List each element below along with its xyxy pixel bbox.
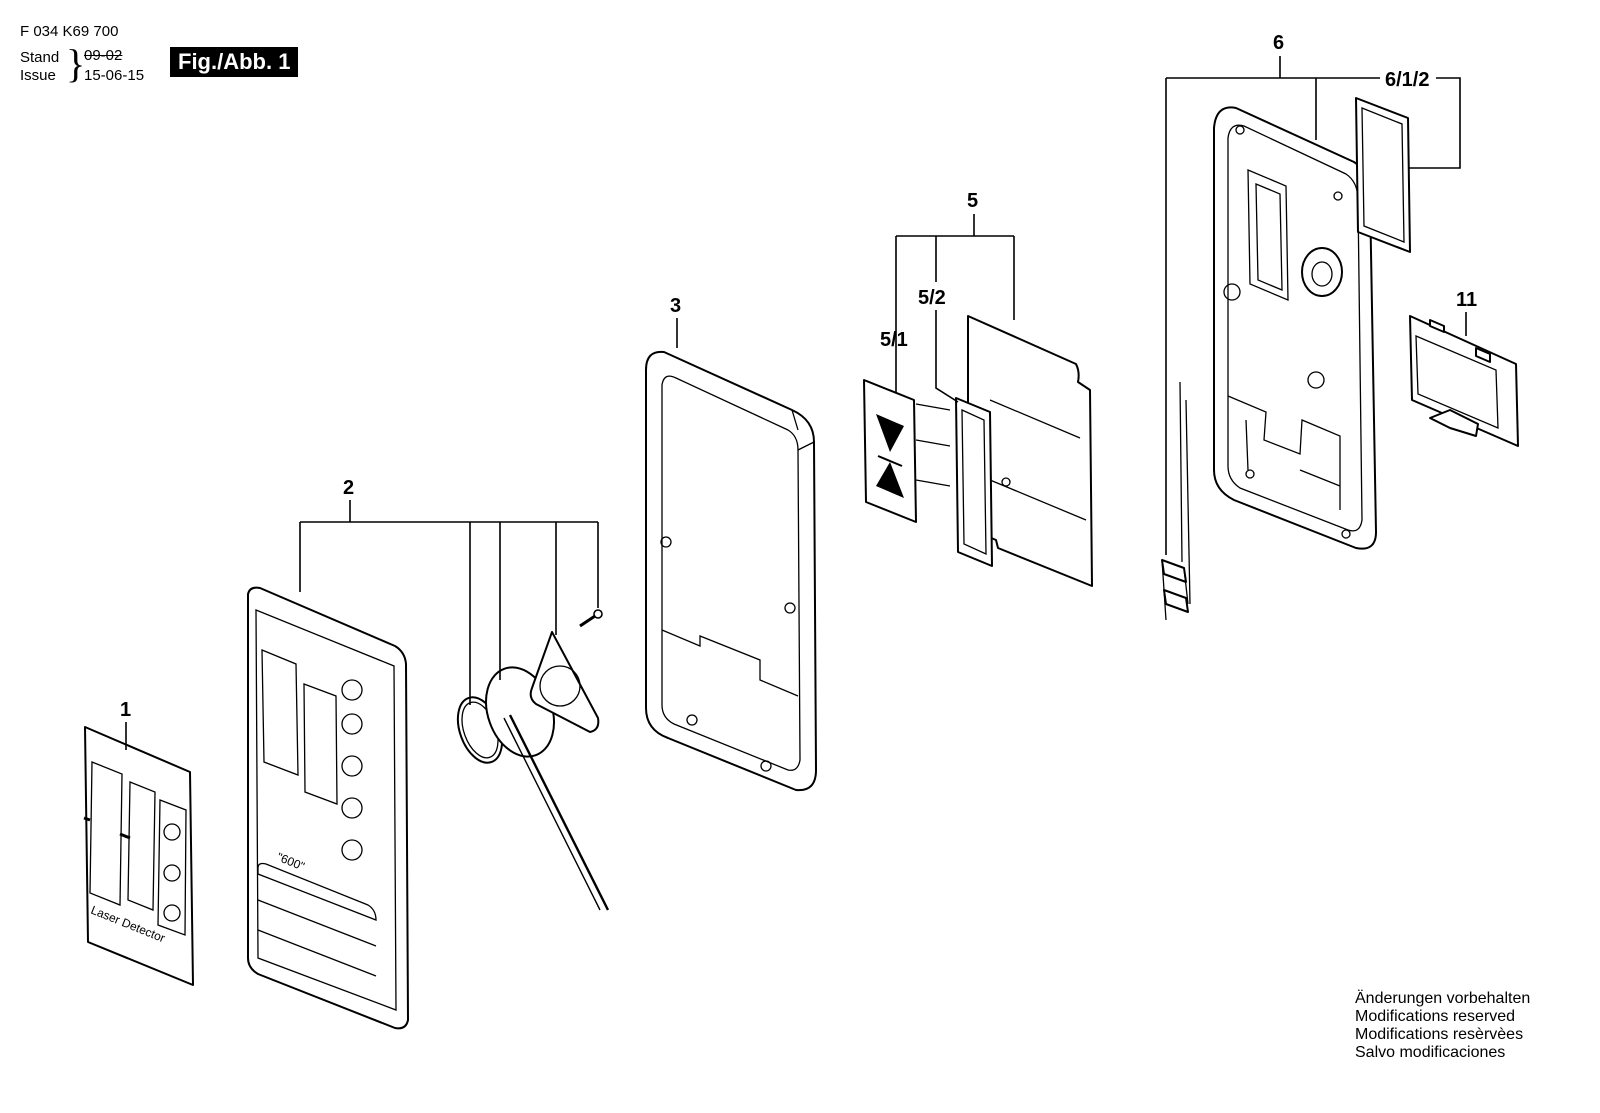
issue-label: Issue <box>20 67 56 84</box>
part-2-screw <box>579 609 603 628</box>
callout-6: 6 <box>1273 32 1284 54</box>
stand-label: Stand <box>20 49 60 66</box>
callout-5-1: 5/1 <box>880 329 908 351</box>
issue-date: 15-06-15 <box>84 67 145 84</box>
figure-tag: Fig./Abb. 1 <box>170 47 299 77</box>
brace-icon: } <box>66 41 86 86</box>
part-11-cover <box>1409 315 1519 447</box>
stand-date: 09-02 <box>84 47 123 64</box>
callout-5: 5 <box>967 190 978 212</box>
part-number: F 034 K69 700 <box>20 23 119 40</box>
part-5-2-connector <box>955 397 993 567</box>
callout-6-1-2: 6/1/2 <box>1385 69 1429 91</box>
disclaimer-block: Änderungen vorbehalten Modifications res… <box>1355 990 1530 1062</box>
part-2-plate <box>529 631 600 733</box>
part-5-board <box>967 315 1093 587</box>
part-5-1-display <box>863 379 951 523</box>
disclaimer-es: Salvo modificaciones <box>1355 1044 1506 1061</box>
disclaimer-de: Änderungen vorbehalten <box>1355 990 1531 1007</box>
disclaimer-fr: Modifications resèrvèes <box>1355 1026 1524 1043</box>
callout-3: 3 <box>670 295 681 317</box>
part-6-rear-housing <box>1213 106 1377 550</box>
part-1-label: Laser Detector <box>83 726 194 986</box>
callout-2: 2 <box>343 477 354 499</box>
callout-11: 11 <box>1456 289 1477 311</box>
part-2-front-housing: "600" <box>247 586 409 1030</box>
callout-5-2: 5/2 <box>918 287 946 309</box>
part-6-wire-contacts <box>1161 381 1191 621</box>
callout-1: 1 <box>120 699 131 721</box>
part-3-frame <box>645 350 817 792</box>
disclaimer-en: Modifications reserved <box>1355 1008 1516 1025</box>
part-6-1-2-gasket <box>1355 97 1411 253</box>
